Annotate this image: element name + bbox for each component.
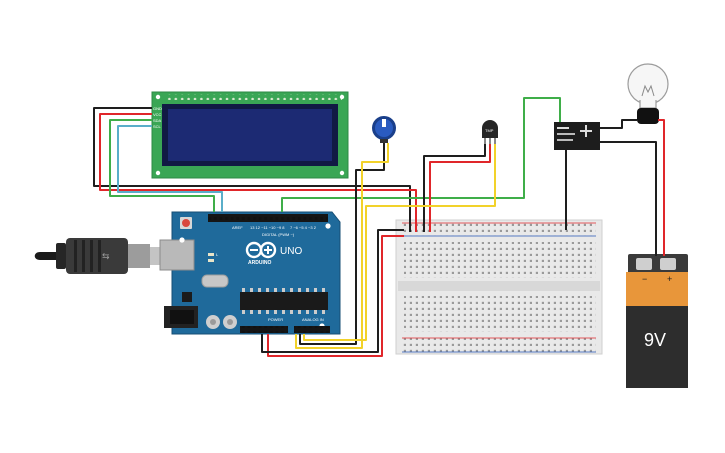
- wire-lcd-vcc: [99, 113, 417, 232]
- wire-lcd-sda: [109, 119, 215, 212]
- battery-minus-label: −: [642, 274, 647, 284]
- wire-bulb-battery: [658, 119, 665, 256]
- wires: [93, 97, 665, 357]
- relay-icon: [554, 122, 600, 150]
- sensor-label: TMP: [485, 128, 494, 133]
- svg-text:13 12 ~11 ~10 ~9 8: 13 12 ~11 ~10 ~9 8: [250, 225, 285, 230]
- wire-sensor-out: [303, 144, 496, 341]
- wire-power-gnd: [261, 229, 404, 353]
- svg-text:7 ~6 ~5 4 ~3 2: 7 ~6 ~5 4 ~3 2: [290, 225, 317, 230]
- lcd-pin-gnd: GND: [153, 106, 162, 111]
- battery-icon: − + 9V: [626, 254, 688, 388]
- lcd-display: GND VCC SDA SCL: [151, 91, 349, 179]
- temperature-sensor-icon: TMP: [482, 120, 498, 144]
- breadboard: [395, 219, 603, 355]
- wire-power-5v: [267, 235, 404, 357]
- wire-relay-signal: [281, 97, 561, 212]
- battery-plus-label: +: [667, 274, 672, 284]
- digital-label: DIGITAL (PWM ~): [262, 232, 295, 237]
- wire-relay-bulb: [600, 119, 637, 129]
- wire-sensor-vcc: [429, 144, 491, 232]
- svg-text:⇆: ⇆: [102, 252, 110, 262]
- lcd-pin-sda: SDA: [153, 118, 162, 123]
- svg-text:AREF: AREF: [232, 225, 243, 230]
- battery-voltage-label: 9V: [644, 330, 666, 350]
- wire-relay-battery: [600, 141, 657, 256]
- power-label: POWER: [268, 317, 283, 322]
- lightbulb-icon: [627, 63, 669, 124]
- wire-sensor-gnd: [423, 144, 486, 232]
- wire-lcd-gnd: [93, 107, 411, 232]
- wire-pot-a: [299, 143, 385, 345]
- arduino-board: AREF 13 12 ~11 ~10 ~9 8 7 ~6 ~5 4 ~3 2 D…: [159, 211, 341, 335]
- lcd-pin-vcc: VCC: [153, 112, 162, 117]
- wire-pot-b: [295, 143, 389, 349]
- lcd-pin-scl: SCL: [153, 124, 162, 129]
- potentiometer-icon: [372, 116, 396, 143]
- model-label: UNO: [280, 246, 302, 257]
- brand-label: ARDUINO: [248, 260, 271, 266]
- l-led-label: L: [216, 252, 219, 257]
- wire-lcd-scl: [117, 125, 223, 212]
- arduino-logo-icon: [245, 241, 277, 259]
- usb-cable-icon: ⇆: [34, 238, 160, 274]
- analog-label: ANALOG IN: [302, 317, 324, 322]
